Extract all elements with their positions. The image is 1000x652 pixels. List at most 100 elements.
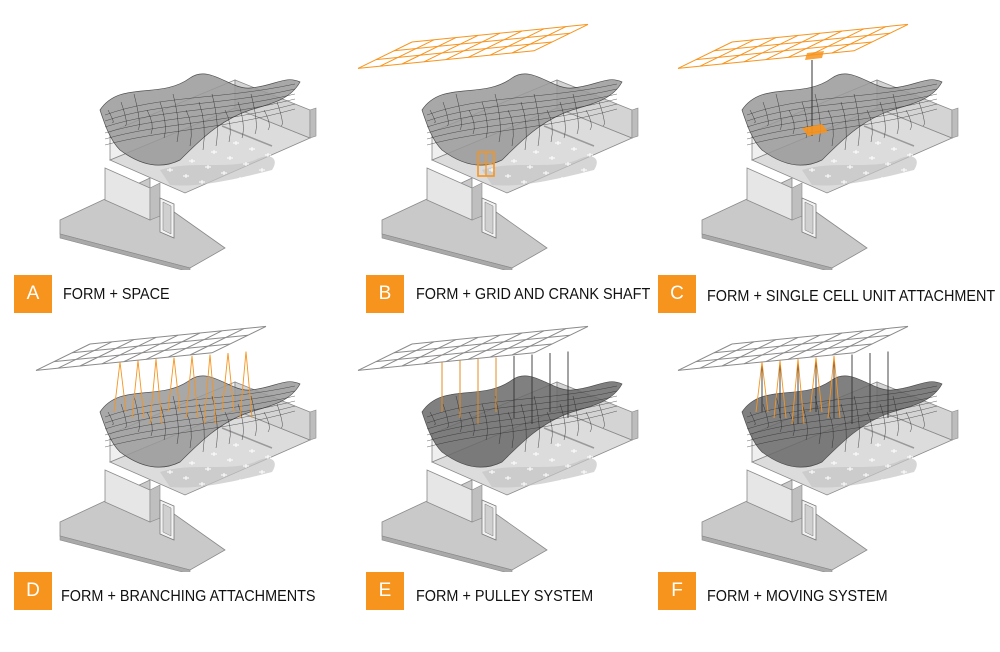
floor-mark: [603, 159, 609, 163]
wall-cap: [309, 107, 317, 139]
attachment-line: [131, 360, 145, 419]
floor-grid-marks: [809, 443, 929, 492]
mesh-line: [546, 411, 553, 445]
attachment-line: [113, 361, 127, 413]
form-surface: [741, 73, 943, 166]
mesh-line: [853, 93, 860, 147]
panel-caption: FORM + SINGLE CELL UNIT ATTACHMENT: [707, 288, 996, 305]
mesh-line: [104, 83, 296, 116]
floor-mark: [237, 479, 243, 483]
floor-mark: [853, 150, 859, 154]
floor-mark: [227, 458, 233, 462]
door-panel: [484, 503, 494, 537]
panel-caption: FORM + SPACE: [63, 286, 170, 303]
front-wall-side: [149, 182, 161, 221]
scene-illustration: [357, 325, 639, 572]
mesh-line: [276, 101, 283, 127]
floor-grid-marks: [809, 141, 929, 190]
mesh-line: [918, 101, 925, 127]
grid-line: [379, 39, 435, 67]
grid-line: [357, 352, 535, 371]
floor-mark: [489, 470, 495, 474]
mesh-line: [749, 109, 756, 123]
mesh-line: [146, 411, 153, 437]
floor-mark: [521, 482, 527, 486]
attachment-strings: [761, 351, 889, 424]
grid-line: [831, 328, 887, 356]
grid-line: [101, 336, 157, 365]
mesh-line: [172, 395, 179, 445]
mesh-line: [429, 109, 436, 123]
door-panel: [162, 503, 172, 537]
floor-mark: [879, 479, 885, 483]
floor-mark: [205, 467, 211, 471]
ceiling-grid: [357, 23, 589, 69]
panel-e: E FORM + PULLEY SYSTEM: [332, 322, 662, 648]
mesh-line: [426, 390, 618, 424]
panel-c: C FORM + SINGLE CELL UNIT ATTACHMENT: [652, 20, 995, 346]
floor-mark: [863, 473, 869, 477]
floor-mark: [183, 174, 189, 178]
floor-mark: [549, 458, 555, 462]
floor-mark: [249, 147, 255, 151]
floor-mark: [565, 464, 571, 468]
mesh-line: [507, 411, 514, 449]
mesh-line: [426, 385, 618, 418]
mesh-line: [520, 403, 527, 453]
ceiling-grid: [677, 23, 909, 69]
floor-mark: [571, 147, 577, 151]
slab-edge: [59, 233, 191, 270]
floor-mark: [825, 174, 831, 178]
grid-line: [489, 330, 545, 358]
mesh-line: [746, 88, 938, 122]
wall-cap: [631, 107, 639, 139]
mesh-line: [198, 403, 205, 453]
floor-mark: [237, 177, 243, 181]
grid-line: [35, 343, 91, 371]
grid-line: [411, 325, 589, 345]
floor-mark: [587, 455, 593, 459]
floor-mark: [581, 168, 587, 172]
mesh-line: [104, 93, 296, 128]
mesh-line: [426, 103, 618, 140]
grid-line: [71, 334, 249, 354]
form-surface: [99, 73, 301, 166]
mesh-line: [429, 411, 436, 425]
mesh-line: [814, 93, 821, 143]
grid-line: [765, 334, 821, 363]
floor-mark: [259, 470, 265, 474]
floor-mark: [167, 470, 173, 474]
grid-line: [401, 37, 457, 65]
grid-cell-highlight: [805, 51, 824, 60]
mesh-line: [840, 101, 847, 151]
scene-illustration: [59, 73, 317, 270]
mesh-line: [104, 88, 296, 122]
floor-mark: [571, 449, 577, 453]
floor-mark: [831, 461, 837, 465]
grid-line: [695, 41, 873, 61]
mesh-line: [866, 411, 873, 445]
mesh-line: [840, 403, 847, 453]
mesh-line: [533, 93, 540, 147]
mesh-line: [104, 390, 296, 424]
floor-mark: [809, 168, 815, 172]
single-cell-unit: [802, 124, 828, 136]
mesh-line: [237, 403, 244, 441]
mesh-line: [107, 411, 114, 425]
floor-mark: [199, 180, 205, 184]
grid-line: [765, 32, 821, 61]
grid-line: [401, 339, 457, 367]
mesh-line: [507, 109, 514, 147]
mesh-line: [879, 101, 886, 139]
grid-line: [743, 336, 799, 365]
floor-mark: [259, 168, 265, 172]
grid-line: [721, 339, 777, 367]
scene-illustration: [35, 325, 317, 572]
mesh-line: [104, 400, 296, 436]
floor-mark: [527, 165, 533, 169]
mesh-line: [572, 395, 579, 437]
floor-mark: [249, 449, 255, 453]
attachment-line: [791, 358, 805, 425]
attachment-strings: [113, 351, 253, 425]
mesh-line: [494, 93, 501, 143]
